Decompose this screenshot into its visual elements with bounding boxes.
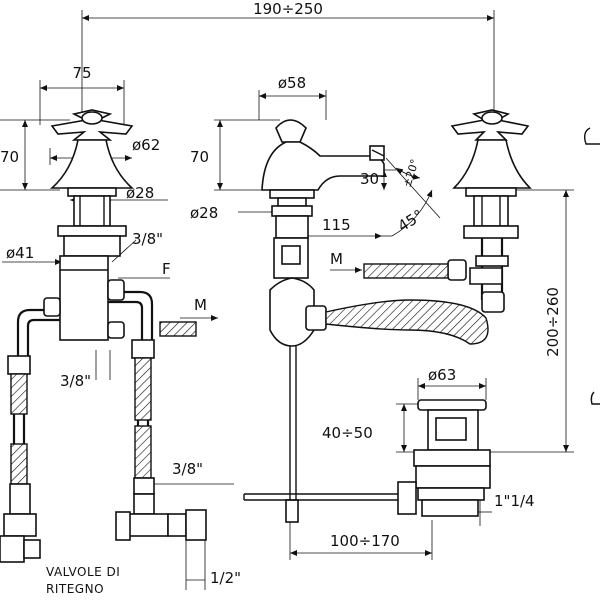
dimension-labels: 190÷250 75 ø58 ø62 70 70 ø28 ø28 ±20° 30…: [0, 0, 562, 596]
label-f: F: [162, 260, 171, 278]
label-waste-dia: ø63: [428, 366, 456, 384]
label-base-dia-left: ø28: [126, 184, 154, 202]
label-connector-bottom: 3/8": [172, 460, 203, 478]
label-spout-height: 30: [360, 170, 379, 188]
label-m-left: M: [194, 296, 207, 314]
dimension-lines: [0, 10, 574, 590]
label-angle-small: ±20°: [400, 158, 421, 189]
label-waste-thread: 1"1/4: [494, 492, 535, 510]
left-side-view: [0, 109, 207, 563]
label-handle-span: 75: [72, 64, 91, 82]
label-body-dia: ø41: [6, 244, 34, 262]
label-m-right: M: [330, 250, 343, 268]
label-reach: 115: [322, 216, 351, 234]
label-connector-top: 3/8": [132, 230, 163, 248]
label-height-left: 70: [0, 148, 19, 166]
label-valve-note-1: VALVOLE DI: [46, 565, 120, 579]
label-rosette-dia: ø62: [132, 136, 160, 154]
middle-spout-view: [243, 119, 489, 523]
label-valve-note-2: RITEGNO: [46, 582, 104, 596]
label-rod-range: 100÷170: [330, 532, 400, 550]
label-half-inch: 1/2": [210, 569, 241, 587]
label-waste-travel: 40÷50: [322, 424, 373, 442]
label-connector-mid: 3/8": [60, 372, 91, 390]
label-width-range: 190÷250: [253, 0, 323, 18]
label-spout-dia: ø58: [278, 74, 306, 92]
label-height-mid: 70: [190, 148, 209, 166]
right-side-view: [363, 109, 600, 517]
label-base-dia-mid: ø28: [190, 204, 218, 222]
label-vertical-range: 200÷260: [544, 287, 562, 357]
